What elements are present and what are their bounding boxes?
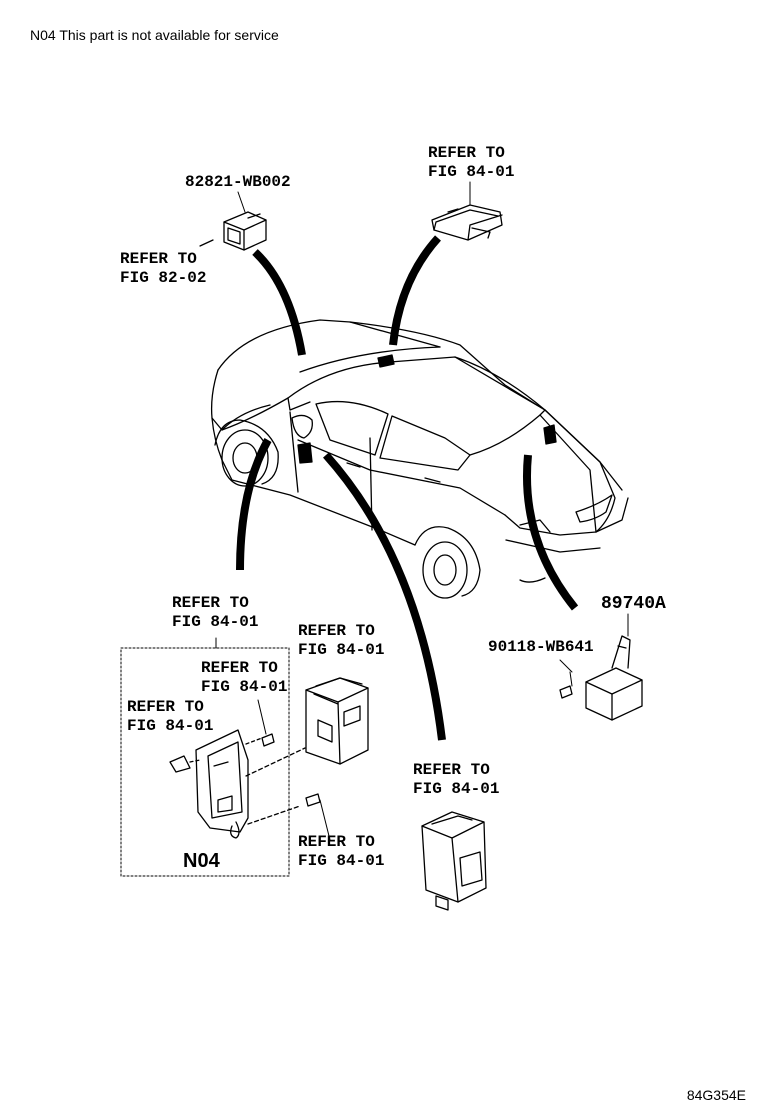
lower-module-part [421,811,487,911]
center-module-part [305,677,369,765]
callout-leaders [236,235,579,741]
roof-module-part [431,204,503,241]
thin-leaders [237,181,629,637]
part-number-bracket: N04 [183,850,220,872]
bracket-part [169,729,306,839]
assembly-box [120,647,290,877]
part-number-bolt: 90118-WB641 [488,638,594,656]
part-number-connector: 82821-WB002 [185,173,291,191]
vehicle-illustration [210,319,629,599]
screw-part [257,699,331,841]
header-note: N04 This part is not available for servi… [30,27,279,43]
rear-module-part [559,635,643,721]
illustration-code: 84G354E [686,1087,746,1103]
connector-part [199,211,267,251]
part-number-rear-module: 89740A [601,594,666,614]
